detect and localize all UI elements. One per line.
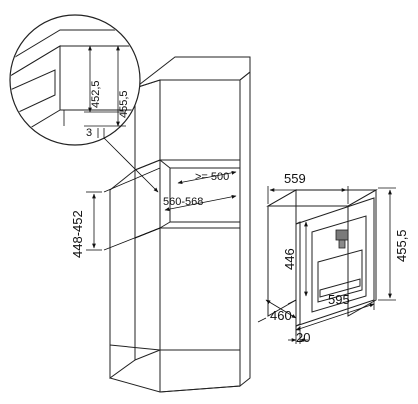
appliance-panel-depth-dimension: 20 <box>288 326 310 345</box>
niche-depth-label: >= 500 <box>195 171 229 183</box>
niche-width-label: 560-568 <box>163 196 203 208</box>
appliance-front-width-label: 595 <box>328 292 350 307</box>
detail-height-1-label: 452,5 <box>90 80 102 108</box>
cabinet-left-middle <box>134 159 161 239</box>
appliance-front-height-dimension: 446 <box>282 221 308 297</box>
niche-depth-dimension: >= 500 <box>177 170 237 185</box>
cabinet-top <box>134 56 251 89</box>
coffee-machine-appliance <box>266 189 378 327</box>
detail-gap-label: 3 <box>86 127 92 139</box>
cabinet-height-dimension: 448-452 <box>70 167 161 258</box>
appliance-depth-label: 460 <box>270 308 292 323</box>
appliance-total-height-dimension: 455,5 <box>378 187 409 301</box>
appliance-front-height-label: 446 <box>282 248 297 270</box>
cabinet-lower-door <box>159 227 241 351</box>
callout-pointer <box>103 137 159 193</box>
detail-height-2-label: 455,5 <box>118 90 130 118</box>
appliance-width-top-label: 559 <box>284 171 306 186</box>
cabinet-plinth <box>109 344 241 393</box>
appliance-total-height-label: 455,5 <box>394 229 409 262</box>
detail-callout: 452,5 455,5 3 <box>9 14 141 146</box>
appliance-depth-dimension: 460 <box>257 299 297 323</box>
cabinet-upper-front <box>159 79 241 161</box>
appliance-dispenser-recess <box>311 215 367 313</box>
cabinet-left-lower <box>134 227 161 361</box>
niche-width-dimension: 560-568 <box>163 194 237 212</box>
spout-icon <box>335 229 349 241</box>
appliance-width-top-dimension: 559 <box>267 171 349 204</box>
appliance-front-width-dimension: 595 <box>295 292 375 336</box>
cabinet-height-label: 448-452 <box>70 210 85 258</box>
appliance-panel-depth-label: 20 <box>296 330 310 345</box>
cabinet-side-panel <box>239 70 251 388</box>
